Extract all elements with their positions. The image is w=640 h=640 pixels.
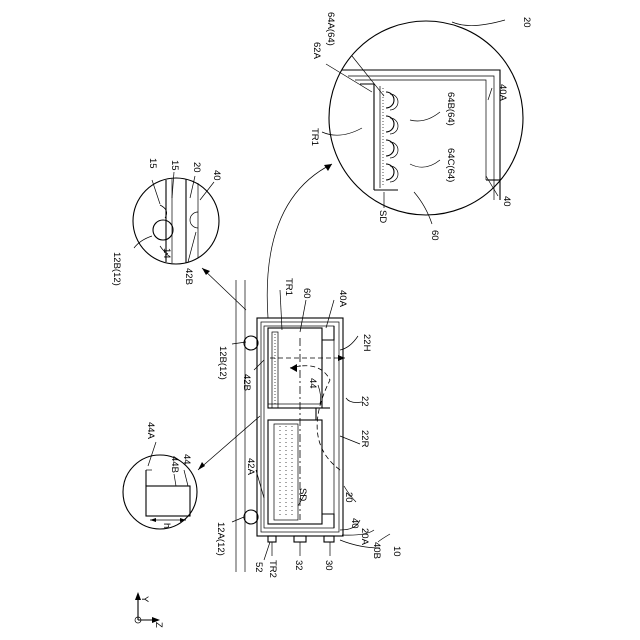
label-40A: 40A <box>337 290 348 308</box>
foot-30 <box>324 536 334 542</box>
roller-12B <box>244 336 258 350</box>
roller-12A <box>244 510 258 524</box>
label-20: 20 <box>343 492 354 503</box>
label-30: 30 <box>323 560 334 571</box>
detail-circle-top <box>329 21 523 215</box>
label-40A-top: 40A <box>497 84 508 102</box>
label-15a: 15 <box>147 158 158 169</box>
label-62A: 62A <box>311 42 322 60</box>
label-SD-top: SD <box>377 210 388 223</box>
arrow-to-top-detail <box>267 164 332 318</box>
label-TR1-top: TR1 <box>309 128 320 146</box>
label-22H: 22H <box>361 334 372 352</box>
label-44-detail: 44 <box>181 454 192 465</box>
tray-TR2 <box>268 420 322 524</box>
label-20-mid: 20 <box>191 162 202 173</box>
label-64A: 64A(64) <box>325 12 336 46</box>
label-20A: 20A <box>359 528 370 546</box>
arrow-to-mid-detail <box>202 268 246 310</box>
substrate-dots <box>280 426 292 518</box>
label-SD: SD <box>297 488 308 501</box>
flow-arrow-22R <box>290 364 297 372</box>
wall-62A <box>360 84 374 190</box>
label-64B: 64B(64) <box>445 92 456 126</box>
detail-circle-bottom-outline <box>123 455 197 529</box>
detail-circle-mid <box>133 178 219 264</box>
label-12A: 12A(12) <box>215 522 226 556</box>
label-40-mid: 40 <box>211 170 222 181</box>
label-60-top: 60 <box>429 230 440 241</box>
arrow-head-mid <box>202 268 210 275</box>
label-42B-mid: 42B <box>183 268 194 285</box>
label-44A: 44A <box>145 422 156 440</box>
label-22: 22 <box>359 396 370 407</box>
dim-arrow-left <box>150 518 156 522</box>
label-axis-Z: Z <box>153 622 164 628</box>
label-60: 60 <box>301 288 312 299</box>
label-14: 14 <box>161 248 172 259</box>
label-15b: 15 <box>169 160 180 171</box>
label-12B: 12B(12) <box>217 346 228 380</box>
foot-52 <box>268 536 276 542</box>
main-assembly <box>236 280 345 572</box>
bump-outline <box>390 94 398 182</box>
detail-circle-mid-outline <box>133 178 219 264</box>
label-TR2: TR2 <box>267 560 278 578</box>
label-22R: 22R <box>359 430 370 448</box>
frame-20 <box>342 70 500 200</box>
frame-20-inner <box>348 76 494 200</box>
label-40-top: 40 <box>501 196 512 207</box>
label-20-top: 20 <box>521 17 532 28</box>
frame-40A <box>355 80 486 180</box>
label-32: 32 <box>293 560 304 571</box>
label-52: 52 <box>253 562 264 573</box>
label-TR1: TR1 <box>283 278 294 296</box>
label-axis-Y: Y <box>139 596 150 603</box>
label-42B: 42B <box>241 374 252 391</box>
detail-circle-bottom <box>123 455 197 529</box>
label-44B: 44B <box>169 456 180 473</box>
partition-44 <box>268 404 322 408</box>
block-44 <box>146 486 190 516</box>
label-40B: 40B <box>371 542 382 559</box>
bump-42B <box>190 212 198 228</box>
label-h: h <box>161 523 172 528</box>
label-42A: 42A <box>245 458 256 476</box>
label-40: 40 <box>349 518 360 529</box>
label-64C: 64C(64) <box>445 148 456 182</box>
roller-14 <box>153 220 173 240</box>
label-10: 10 <box>391 546 402 557</box>
label-44: 44 <box>307 378 318 389</box>
wall-40A <box>322 326 334 528</box>
flow-arrow-22H <box>338 355 345 361</box>
label-12B-mid: 12B(12) <box>111 252 122 286</box>
arrow-head-bottom <box>198 462 205 470</box>
foot-32 <box>294 536 306 542</box>
